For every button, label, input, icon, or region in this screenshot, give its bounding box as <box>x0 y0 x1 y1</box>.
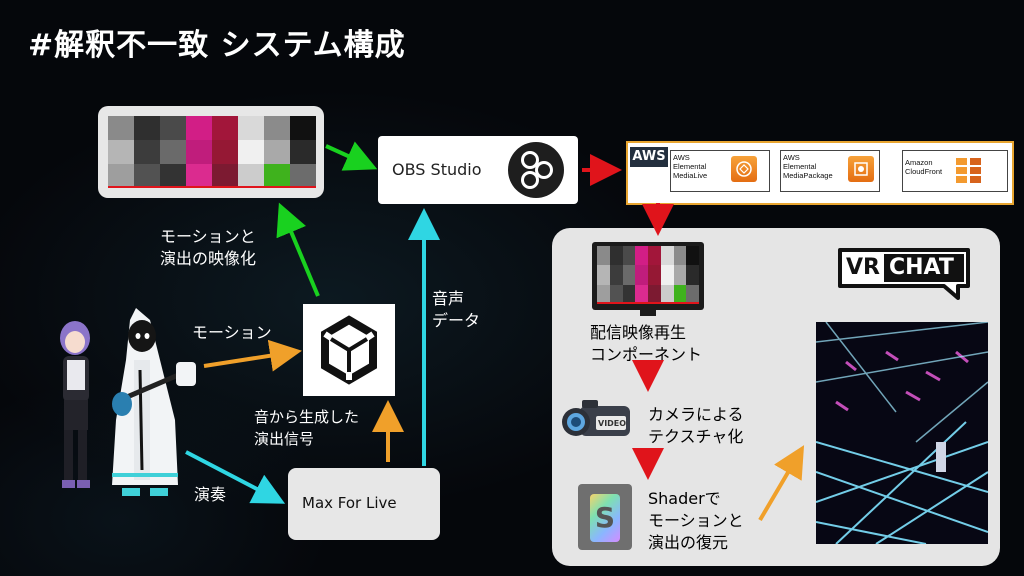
mosaic-cell <box>622 284 636 304</box>
obs-label: OBS Studio <box>392 160 482 179</box>
mosaic-cell <box>160 116 186 140</box>
mosaic-cell <box>660 246 674 266</box>
motion-visualize-label: モーションと 演出の映像化 <box>160 227 257 268</box>
aws-cloudfront-label: Amazon CloudFront <box>905 158 943 176</box>
mosaic-cell <box>622 246 636 266</box>
mosaic-cell <box>264 164 290 188</box>
mosaic-cell <box>622 265 636 285</box>
mosaic-cell <box>660 284 674 304</box>
page-title: #解釈不一致 システム構成 <box>28 28 406 63</box>
shader-letter: S <box>590 494 620 542</box>
mosaic-cell <box>597 246 610 266</box>
aws-pipeline <box>626 141 1014 205</box>
cloudfront-icon <box>954 154 984 186</box>
arrow-shader-to-scene <box>758 445 805 522</box>
obs-logo-icon <box>508 142 564 198</box>
unity-logo-icon <box>311 312 387 388</box>
mosaic-cell <box>290 140 316 164</box>
player-component-label: 配信映像再生 コンポーネント <box>590 323 703 364</box>
video-camera-icon: VIDEO <box>560 396 640 446</box>
arrow-motion-to-unity <box>203 339 302 372</box>
audio-data-label: 音声 データ <box>432 289 481 330</box>
mosaic-cell <box>238 116 264 140</box>
monitor-stand <box>640 310 656 316</box>
mosaic-cell <box>238 164 264 188</box>
mosaic-cell <box>660 265 674 285</box>
vrchat-logo-vr: VR <box>846 255 880 280</box>
mosaic-cell <box>212 140 238 164</box>
mosaic-cell <box>686 284 699 304</box>
shader-restore-label: Shaderで モーションと 演出の復元 <box>648 489 744 552</box>
mosaic-cell <box>609 284 623 304</box>
avatar-characters <box>50 300 200 500</box>
mosaic-cell <box>160 164 186 188</box>
aws-mediapackage-box <box>780 150 880 192</box>
motion-label: モーション <box>192 323 272 342</box>
motion-video-mosaic <box>108 116 316 188</box>
vrchat-logo-chat: CHAT <box>889 255 954 280</box>
aws-mediapackage-label: AWS Elemental MediaPackage <box>783 153 833 180</box>
mosaic-cell <box>186 164 212 188</box>
video-badge: VIDEO <box>598 419 627 428</box>
mosaic-cell <box>134 164 160 188</box>
mosaic-cell <box>212 164 238 188</box>
mosaic-cell <box>648 246 661 266</box>
max-for-live-label: Max For Live <box>302 494 397 512</box>
mosaic-cell <box>134 140 160 164</box>
mosaic-cell <box>673 265 687 285</box>
mosaic-cell <box>686 265 699 285</box>
monitor-mosaic <box>597 246 699 304</box>
mosaic-cell <box>238 140 264 164</box>
vrchat-scene-image <box>816 322 988 544</box>
performance-label: 演奏 <box>194 485 227 504</box>
mosaic-cell <box>635 284 648 304</box>
aws-medialive-label: AWS Elemental MediaLive <box>673 153 708 180</box>
mosaic-red-line <box>108 186 316 188</box>
mosaic-cell <box>635 265 648 285</box>
mosaic-cell <box>686 246 699 266</box>
mosaic-cell <box>186 140 212 164</box>
mosaic-cell <box>264 116 290 140</box>
mosaic-cell <box>597 265 610 285</box>
mosaic-cell <box>673 284 687 304</box>
mosaic-cell <box>212 116 238 140</box>
mosaic-cell <box>609 246 623 266</box>
mediapackage-icon <box>848 156 874 182</box>
camera-texture-label: カメラによる テクスチャ化 <box>648 405 744 446</box>
mosaic-cell <box>635 246 648 266</box>
mosaic-cell <box>648 284 661 304</box>
mosaic-cell <box>290 164 316 188</box>
arrow-unity-to-mosaic <box>276 202 320 297</box>
mosaic-cell <box>290 116 316 140</box>
medialive-icon <box>731 156 757 182</box>
mosaic-cell <box>108 140 134 164</box>
mosaic-cell <box>160 140 186 164</box>
sound-signal-label: 音から生成した 演出信号 <box>254 408 360 448</box>
mosaic-cell <box>108 164 134 188</box>
mosaic-cell <box>134 116 160 140</box>
vrchat-logo: VR CHAT <box>836 246 972 302</box>
arrow-mosaic-to-obs <box>325 141 378 171</box>
mosaic-cell <box>609 265 623 285</box>
mosaic-cell <box>264 140 290 164</box>
mosaic-cell <box>673 246 687 266</box>
mosaic-cell <box>597 284 610 304</box>
mosaic-cell <box>648 265 661 285</box>
max-for-live-box <box>288 468 440 540</box>
aws-medialive-box <box>670 150 770 192</box>
mosaic-cell <box>186 116 212 140</box>
mosaic-cell <box>108 116 134 140</box>
aws-cloudfront-box <box>902 150 1008 192</box>
arrow-performance-to-max <box>185 450 286 504</box>
mosaic-red-line <box>597 302 699 304</box>
aws-tag: AWS <box>630 147 668 167</box>
